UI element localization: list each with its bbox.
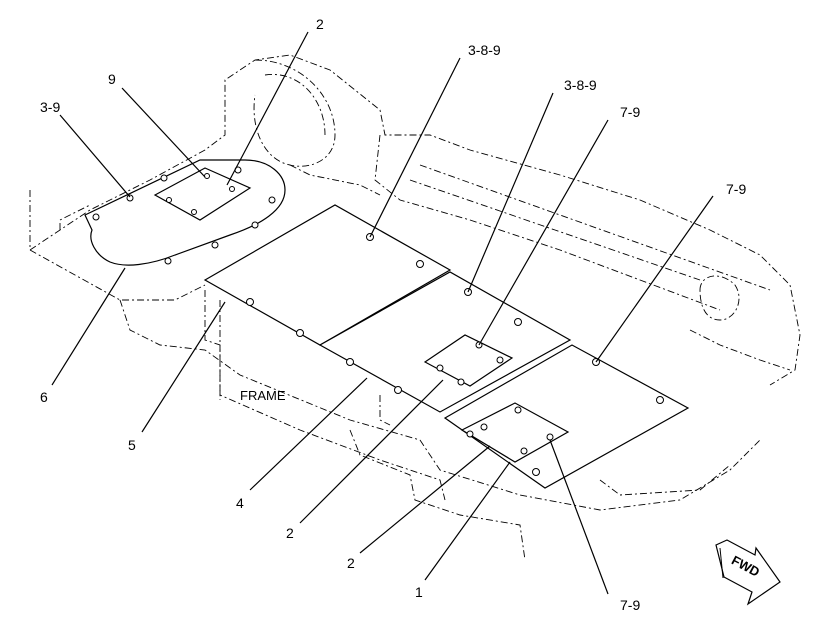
access-cover-right <box>460 402 570 463</box>
access-cover-center <box>423 334 514 387</box>
callout-label: 7-9 <box>620 597 640 613</box>
callout-label: 3-9 <box>40 99 60 115</box>
cover-plate-6 <box>84 159 286 266</box>
floor-plate-4 <box>318 271 572 413</box>
callout-label: 1 <box>415 584 423 600</box>
leader-lines <box>51 31 714 595</box>
callout-label: 3-8-9 <box>564 77 597 93</box>
callout-label: 5 <box>128 437 136 453</box>
callout-label: 3-8-9 <box>468 42 501 58</box>
frame-label: FRAME <box>240 388 286 403</box>
callout-labels: 2 9 3-9 3-8-9 3-8-9 7-9 7-9 6 5 4 2 2 1 … <box>40 16 746 613</box>
callout-label: 4 <box>236 495 244 511</box>
fwd-arrow-icon: FWD <box>715 539 781 606</box>
chassis-outline <box>29 54 801 561</box>
callout-label: 6 <box>40 389 48 405</box>
callout-label: 7-9 <box>620 104 640 120</box>
callout-label: 2 <box>316 16 324 32</box>
callout-label: 2 <box>347 555 355 571</box>
callout-label: 7-9 <box>726 181 746 197</box>
floor-plate-5 <box>203 204 452 346</box>
callout-label: 9 <box>108 71 116 87</box>
callout-label: 2 <box>286 525 294 541</box>
